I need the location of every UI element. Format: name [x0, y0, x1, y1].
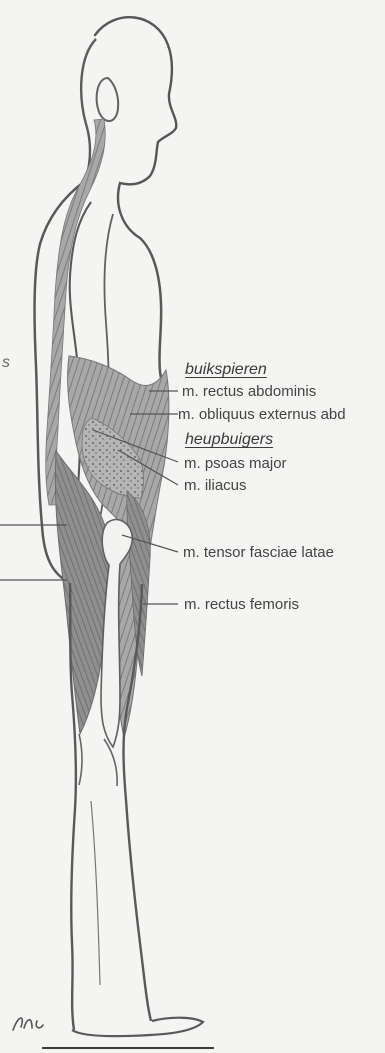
ear: [97, 78, 119, 121]
heupbuigers-heading: heupbuigers: [185, 432, 273, 448]
artist-signature: [11, 1012, 45, 1034]
iliacus-label: m. iliacus: [184, 478, 247, 493]
buikspieren-heading: buikspieren: [185, 362, 267, 378]
psoas-major-label: m. psoas major: [184, 456, 287, 471]
left-partial-label: s: [2, 355, 10, 371]
foot-outline: [72, 1018, 203, 1036]
head-outline: [95, 17, 176, 238]
obliquus-externus-label: m. obliquus externus abd: [178, 407, 346, 422]
rectus-femoris-label: m. rectus femoris: [184, 597, 299, 612]
tensor-fasciae-latae-label: m. tensor fasciae latae: [183, 545, 334, 560]
shin-line: [91, 801, 100, 985]
rectus-abdominis-label: m. rectus abdominis: [182, 384, 316, 399]
